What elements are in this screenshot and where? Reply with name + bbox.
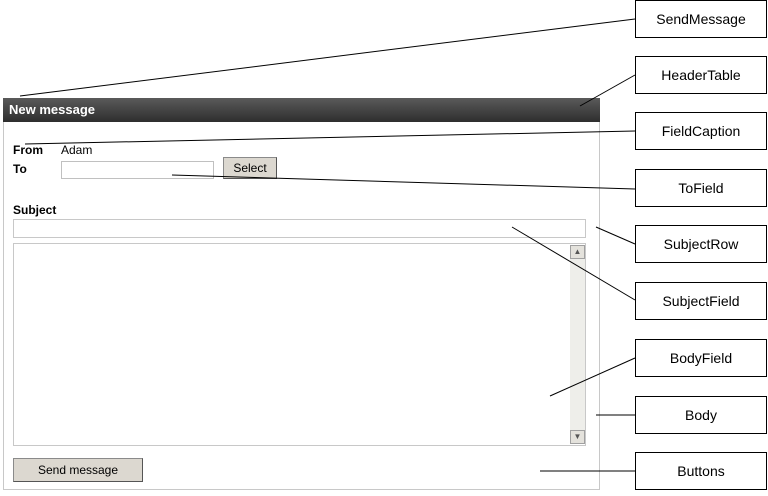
callout-line-subjectfield bbox=[511, 226, 636, 301]
callout-line-bodyfield bbox=[549, 357, 636, 397]
scroll-down-icon[interactable]: ▼ bbox=[570, 430, 585, 444]
callout-subjectfield: SubjectField bbox=[635, 282, 767, 320]
callout-subjectrow: SubjectRow bbox=[635, 225, 767, 263]
callout-buttons: Buttons bbox=[635, 452, 767, 490]
callout-fieldcaption: FieldCaption bbox=[635, 112, 767, 150]
to-field[interactable] bbox=[61, 161, 214, 179]
callout-headertable: HeaderTable bbox=[635, 56, 767, 94]
body-scrollbar[interactable] bbox=[570, 245, 585, 444]
to-caption: To bbox=[13, 162, 27, 176]
subject-field[interactable] bbox=[13, 219, 586, 238]
body-field[interactable] bbox=[13, 243, 586, 446]
callout-body: Body bbox=[635, 396, 767, 434]
callout-line-headertable bbox=[579, 74, 636, 107]
callout-line-fieldcaption bbox=[24, 130, 636, 145]
from-value: Adam bbox=[61, 143, 93, 157]
callout-sendmessage: SendMessage bbox=[635, 0, 767, 38]
callout-bodyfield: BodyField bbox=[635, 339, 767, 377]
callout-line-sendmessage bbox=[19, 18, 636, 97]
callout-line-subjectrow bbox=[595, 226, 636, 245]
subject-caption: Subject bbox=[13, 203, 57, 217]
header-table: New message bbox=[3, 98, 600, 122]
from-caption: From bbox=[13, 143, 43, 157]
callout-line-tofield bbox=[171, 174, 636, 190]
scroll-up-icon[interactable]: ▲ bbox=[570, 245, 585, 259]
select-button[interactable]: Select bbox=[223, 157, 277, 179]
send-message-button[interactable]: Send message bbox=[13, 458, 143, 482]
callout-tofield: ToField bbox=[635, 169, 767, 207]
